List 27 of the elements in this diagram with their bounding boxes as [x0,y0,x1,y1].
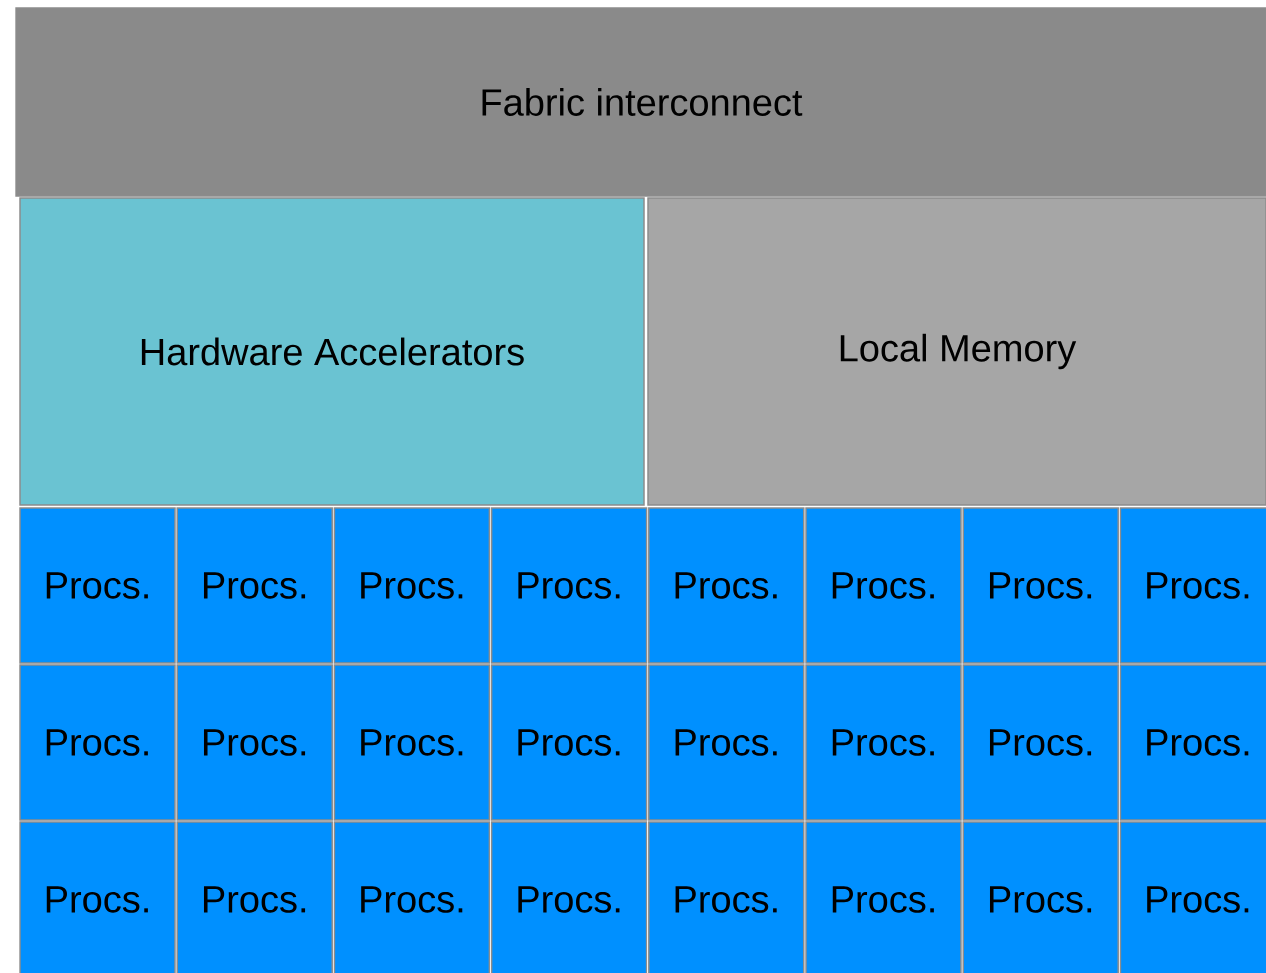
processor-box: Procs. [805,821,962,973]
processor-box: Procs. [1119,664,1266,821]
processor-box: Procs. [648,664,805,821]
banner-box: Fabric interconnect [15,7,1266,197]
processor-box: Procs. [805,507,962,664]
processor-box: Procs. [176,507,333,664]
processor-box: Procs. [490,821,648,973]
processor-box: Procs. [962,507,1119,664]
processor-box: Procs. [333,821,491,973]
processor-box: Procs. [176,821,333,973]
block-box: Local Memory [647,197,1266,506]
processor-box: Procs. [962,664,1119,821]
processor-box: Procs. [19,821,176,973]
processor-box: Procs. [1119,507,1266,664]
processor-box: Procs. [176,664,333,821]
processor-box: Procs. [962,821,1119,973]
processor-box: Procs. [490,664,648,821]
processor-box: Procs. [333,664,491,821]
processor-box: Procs. [805,664,962,821]
block-box: Hardware Accelerators [19,197,645,506]
processor-box: Procs. [648,821,805,973]
processor-box: Procs. [333,507,491,664]
processor-box: Procs. [19,664,176,821]
processor-box: Procs. [1119,821,1266,973]
processor-box: Procs. [648,507,805,664]
processor-box: Procs. [490,507,648,664]
processor-box: Procs. [19,507,176,664]
